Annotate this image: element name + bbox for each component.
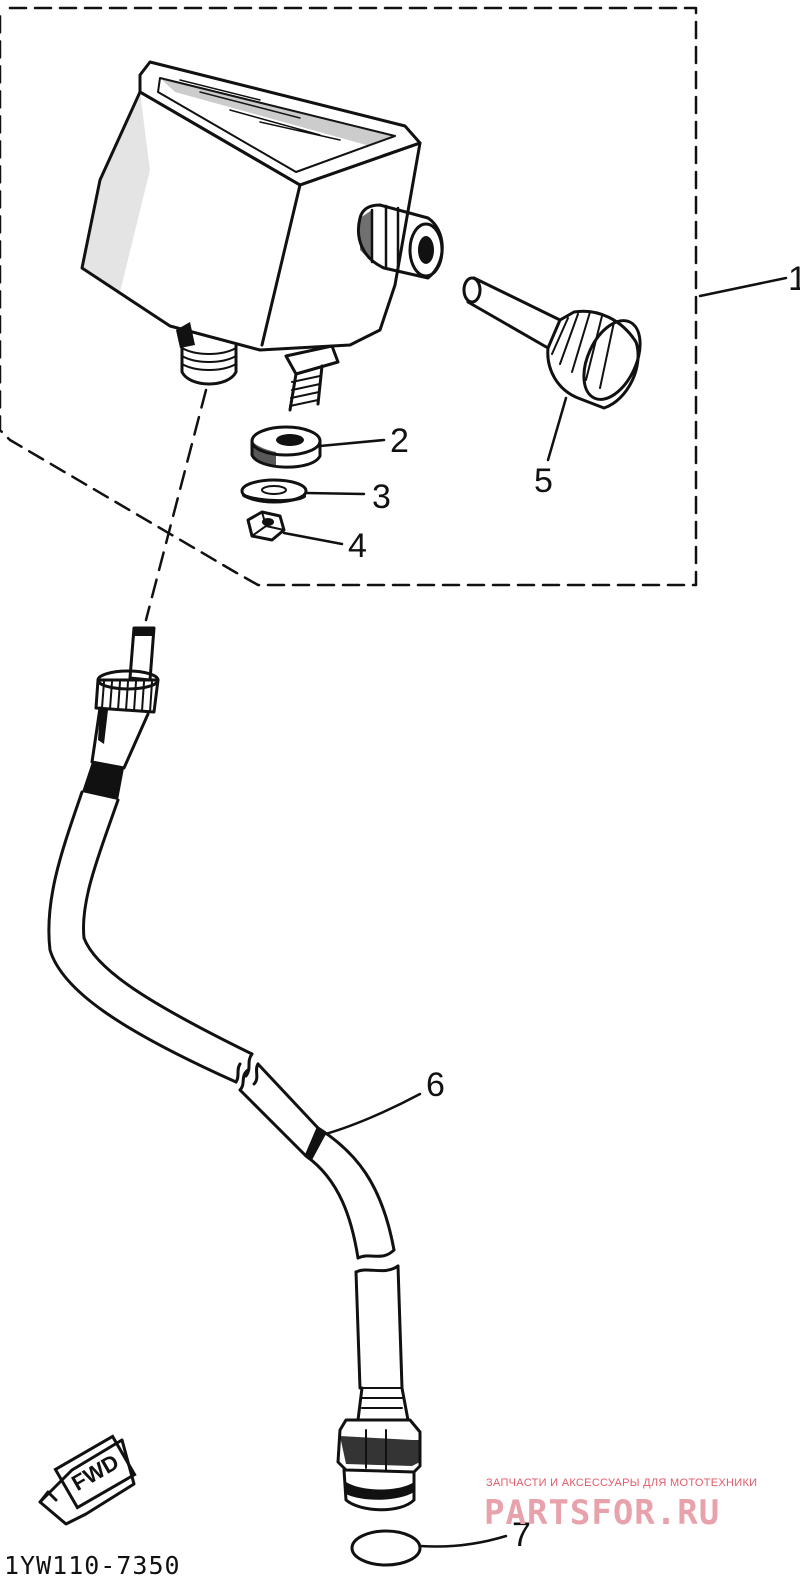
- watermark-logo: PARTSFOR.RU: [484, 1493, 720, 1533]
- callout-labels: 1 2 3 4 5 6 7: [348, 260, 800, 1554]
- callout-7: 7: [512, 1516, 531, 1554]
- callout-4: 4: [348, 527, 367, 565]
- callout-3: 3: [372, 478, 391, 516]
- callout-2: 2: [390, 422, 409, 460]
- meter-housing: [80, 60, 444, 412]
- trip-knob: [462, 276, 642, 410]
- alignment-axis: [144, 388, 208, 622]
- thick-washer: [250, 425, 322, 469]
- hex-nut: [246, 510, 286, 542]
- o-ring: [350, 1529, 422, 1567]
- diagram-code: 1YW110-7350: [4, 1551, 181, 1580]
- speedometer-cable: [47, 626, 422, 1512]
- assembly-boundary: [0, 6, 698, 587]
- flat-washer: [240, 478, 308, 504]
- forward-direction-badge: FWD: [38, 1434, 137, 1526]
- leader-lines: [282, 276, 788, 1548]
- watermark: ЗАПЧАСТИ И АКСЕССУАРЫ ДЛЯ МОТОТЕХНИКИ PA…: [484, 1477, 757, 1533]
- watermark-tagline: ЗАПЧАСТИ И АКСЕССУАРЫ ДЛЯ МОТОТЕХНИКИ: [486, 1477, 757, 1489]
- callout-1: 1: [788, 260, 800, 298]
- callout-5: 5: [534, 462, 553, 500]
- callout-6: 6: [426, 1066, 445, 1104]
